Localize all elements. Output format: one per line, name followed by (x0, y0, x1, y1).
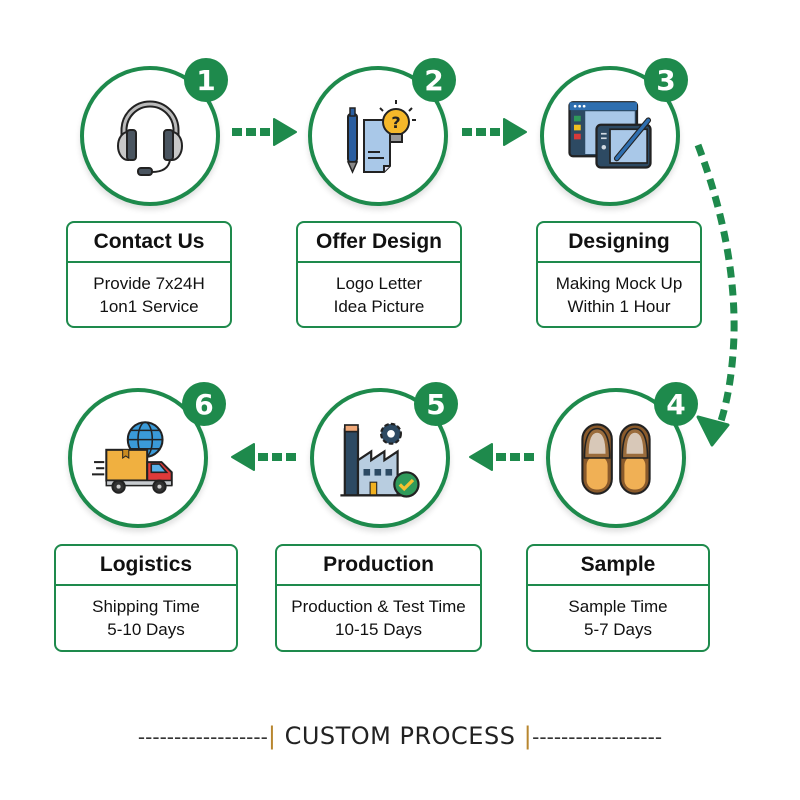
arrow-step-4-to-5 (469, 443, 534, 471)
footer-left-separator: | (267, 722, 277, 750)
step-5-line-1: Production & Test Time (291, 597, 466, 616)
footer-right-dashes: ------------------ (532, 725, 663, 749)
step-4-description: Sample Time 5-7 Days (528, 586, 708, 641)
arrow-step-3-to-4 (694, 143, 738, 447)
step-5-box: Production Production & Test Time 10-15 … (275, 544, 482, 652)
step-1-line-2: 1on1 Service (99, 297, 199, 316)
arrow-step-1-to-2 (232, 118, 297, 146)
step-6-description: Shipping Time 5-10 Days (56, 586, 236, 641)
step-2-description: Logo Letter Idea Picture (298, 263, 460, 318)
step-4-badge: 4 (654, 382, 698, 426)
step-3-line-2: Within 1 Hour (567, 297, 671, 316)
headset-icon (117, 100, 183, 176)
step-6-title: Logistics (56, 546, 236, 586)
design-idea-icon: ? (346, 100, 416, 174)
step-5-circle: 5 (310, 382, 458, 528)
step-5-title: Production (277, 546, 480, 586)
step-3-line-1: Making Mock Up (555, 274, 683, 293)
step-6-line-2: 5-10 Days (107, 620, 185, 639)
step-6-circle: 6 (68, 382, 226, 528)
step-6-line-1: Shipping Time (92, 597, 200, 616)
step-6-box: Logistics Shipping Time 5-10 Days (54, 544, 238, 652)
step-4-line-1: Sample Time (568, 597, 668, 616)
slippers-icon (581, 423, 651, 495)
step-1-box: Contact Us Provide 7x24H 1on1 Service (66, 221, 232, 328)
step-3-circle: 3 (540, 58, 688, 206)
factory-icon (340, 422, 420, 498)
step-2-line-1: Logo Letter (335, 274, 422, 293)
arrow-step-2-to-3 (462, 118, 527, 146)
step-1-line-1: Provide 7x24H (93, 274, 205, 293)
step-2-badge: 2 (412, 58, 456, 102)
step-4-title: Sample (528, 546, 708, 586)
step-3-box: Designing Making Mock Up Within 1 Hour (536, 221, 702, 328)
footer-right-separator: | (523, 722, 533, 750)
step-4-circle: 4 (546, 382, 698, 528)
footer-title: CUSTOM PROCESS (284, 722, 516, 750)
step-3-title: Designing (538, 223, 700, 263)
step-4-line-2: 5-7 Days (583, 620, 653, 639)
step-5-description: Production & Test Time 10-15 Days (277, 586, 480, 641)
step-1-badge: 1 (184, 58, 228, 102)
step-4-box: Sample Sample Time 5-7 Days (526, 544, 710, 652)
step-3-description: Making Mock Up Within 1 Hour (538, 263, 700, 318)
step-5-badge: 5 (414, 382, 458, 426)
footer-caption: ------------------| CUSTOM PROCESS |----… (0, 722, 800, 750)
footer-left-dashes: ------------------ (137, 725, 268, 749)
step-2-box: Offer Design Logo Letter Idea Picture (296, 221, 462, 328)
step-6-badge: 6 (182, 382, 226, 426)
step-1-description: Provide 7x24H 1on1 Service (68, 263, 230, 318)
drawing-tablet-icon (568, 101, 652, 169)
step-1-title: Contact Us (68, 223, 230, 263)
arrow-step-5-to-6 (231, 443, 296, 471)
delivery-truck-icon (92, 421, 173, 494)
svg-text:?: ? (391, 113, 400, 132)
step-5-line-2: 10-15 Days (335, 620, 422, 639)
step-2-circle: ? 2 (308, 58, 456, 206)
step-2-title: Offer Design (298, 223, 460, 263)
step-2-line-2: Idea Picture (333, 297, 425, 316)
step-3-badge: 3 (644, 58, 688, 102)
step-1-circle: 1 (80, 58, 228, 206)
